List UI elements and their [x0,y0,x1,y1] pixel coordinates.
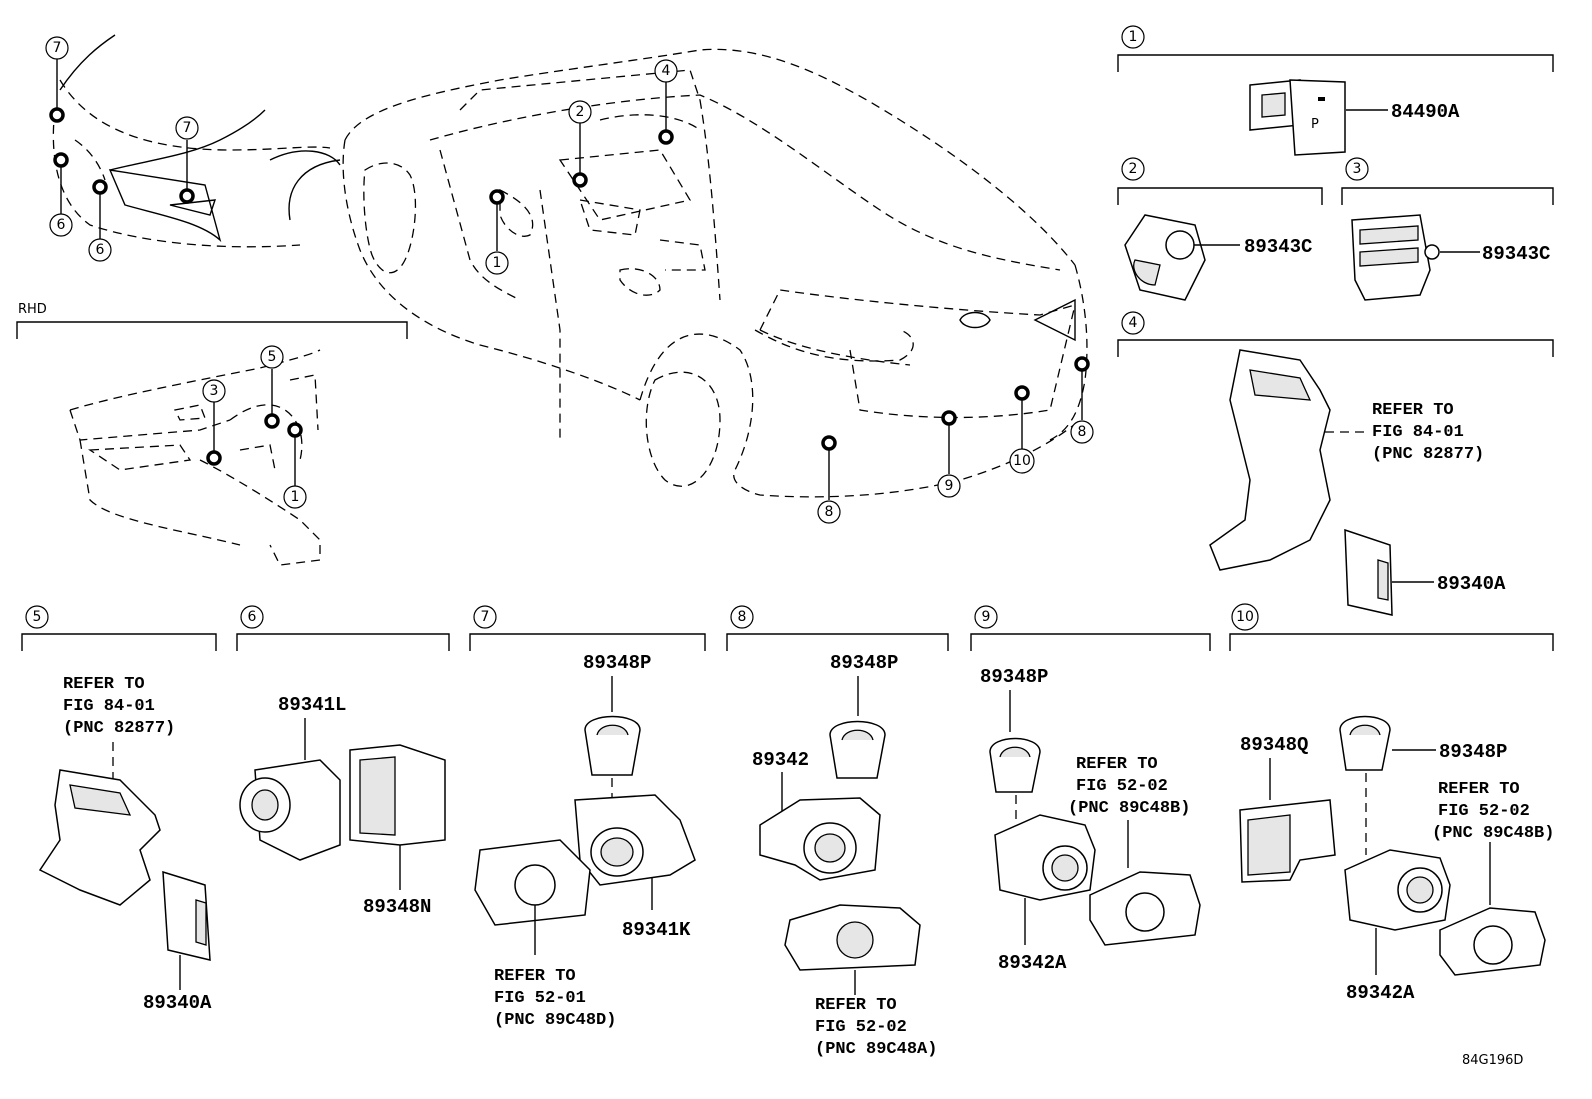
refer-note: FIG 84-01 [63,697,155,716]
panel-number: 9 [982,609,991,625]
panel-1: 1 P 84490A [1117,25,1554,156]
part-number: 89341K [622,919,691,941]
front-bumper-view [49,34,341,248]
sensor-dot [821,435,837,451]
sensor-dot [92,179,108,195]
part-number: 89342A [998,952,1067,974]
refer-note: REFER TO [1372,401,1454,420]
sensor-dot [49,107,65,123]
panel-3: 3 89343C [1341,157,1554,301]
panel-number: 1 [1129,29,1138,45]
refer-note: REFER TO [494,967,576,986]
refer-note: REFER TO [1076,755,1158,774]
refer-note: (PNC 82877) [63,719,175,738]
sensor-dot [1014,385,1030,401]
callout-number: 8 [825,504,834,520]
refer-note: FIG 52-02 [1076,777,1168,796]
panel-7: 7 89348P 89341K REFER TO FIG 52-01 (PNC … [469,605,706,1030]
sensor-dot [287,422,303,438]
panel-6: 6 89341L 89348N [236,605,450,918]
callout-number: 7 [53,40,62,56]
callout-number: 6 [57,217,66,233]
callout-number: 3 [210,383,219,399]
part-number: 89340A [1437,573,1506,595]
refer-note: FIG 84-01 [1372,423,1464,442]
overview-callouts: 7 6 6 7 3 5 1 1 2 4 8 9 10 8 [45,36,1094,524]
callout-number: 10 [1013,453,1031,469]
part-number: 89343C [1244,236,1312,258]
panel-number: 3 [1353,161,1362,177]
refer-note: REFER TO [1438,780,1520,799]
callout-number: 5 [268,349,277,365]
rhd-label: RHD [18,302,47,317]
refer-note: (PNC 89C48A) [815,1040,937,1059]
callout-number: 7 [183,120,192,136]
sensor-dot [941,410,957,426]
sensor-dot [572,172,588,188]
sensor-dot [206,450,222,466]
callout-number: 9 [945,478,954,494]
part-number: 89340A [143,992,212,1014]
part-number: 89348N [363,896,431,918]
callout-number: 1 [291,489,300,505]
refer-note: (PNC 89C48B) [1432,824,1554,843]
part-number: 89348P [830,652,898,674]
panel-9: 9 89348P REFER TO FIG 52-02 (PNC 89C48B)… [970,605,1211,974]
figure-code: 84G196D [1462,1053,1523,1068]
part-number: 89342A [1346,982,1415,1004]
refer-note: (PNC 89C48B) [1068,799,1190,818]
refer-note: (PNC 89C48D) [494,1011,616,1030]
refer-note: (PNC 82877) [1372,445,1484,464]
panel-number: 2 [1129,161,1138,177]
sensor-dot [1074,356,1090,372]
panel-10: 10 89348Q 89348P REFER TO FIG 52-02 (PNC… [1229,603,1554,1004]
refer-note: FIG 52-01 [494,989,586,1008]
panel-number: 6 [248,609,257,625]
part-number: 89348P [583,652,651,674]
part-number: 89342 [752,749,809,771]
sensor-dot [179,188,195,204]
panel-number: 4 [1129,315,1138,331]
refer-note: FIG 52-02 [815,1018,907,1037]
part-number: 89343C [1482,243,1550,265]
panel-5: 5 REFER TO FIG 84-01 (PNC 82877) 89340A [21,605,217,1014]
part-number: 89348Q [1240,734,1308,756]
panel-4: 4 REFER TO FIG 84-01 (PNC 82877) 89340A [1117,311,1554,616]
callout-number: 1 [493,255,502,271]
part-number: 89348P [1439,741,1507,763]
vehicle-view [342,48,1090,500]
panel-2: 2 89343C [1117,157,1323,301]
callout-number: 4 [662,63,671,79]
callout-number: 6 [96,242,105,258]
callout-number: 2 [576,104,585,120]
panel-number: 5 [33,609,42,625]
part-number: 89341L [278,694,346,716]
sensor-dot [264,413,280,429]
sensor-dot [489,189,505,205]
refer-note: REFER TO [815,996,897,1015]
panel-8: 8 89348P 89342 REFER TO FIG 52-02 (PNC 8… [726,605,949,1059]
part-number: 89348P [980,666,1048,688]
parking-symbol: P [1311,117,1319,132]
callout-number: 8 [1078,424,1087,440]
sensor-dot [658,129,674,145]
refer-note: FIG 52-02 [1438,802,1530,821]
refer-note: REFER TO [63,675,145,694]
rhd-view: RHD [16,302,408,566]
panel-number: 8 [738,609,747,625]
panel-number: 10 [1236,609,1254,625]
part-number: 84490A [1391,101,1460,123]
sensor-dot [53,152,69,168]
panel-number: 7 [481,609,490,625]
